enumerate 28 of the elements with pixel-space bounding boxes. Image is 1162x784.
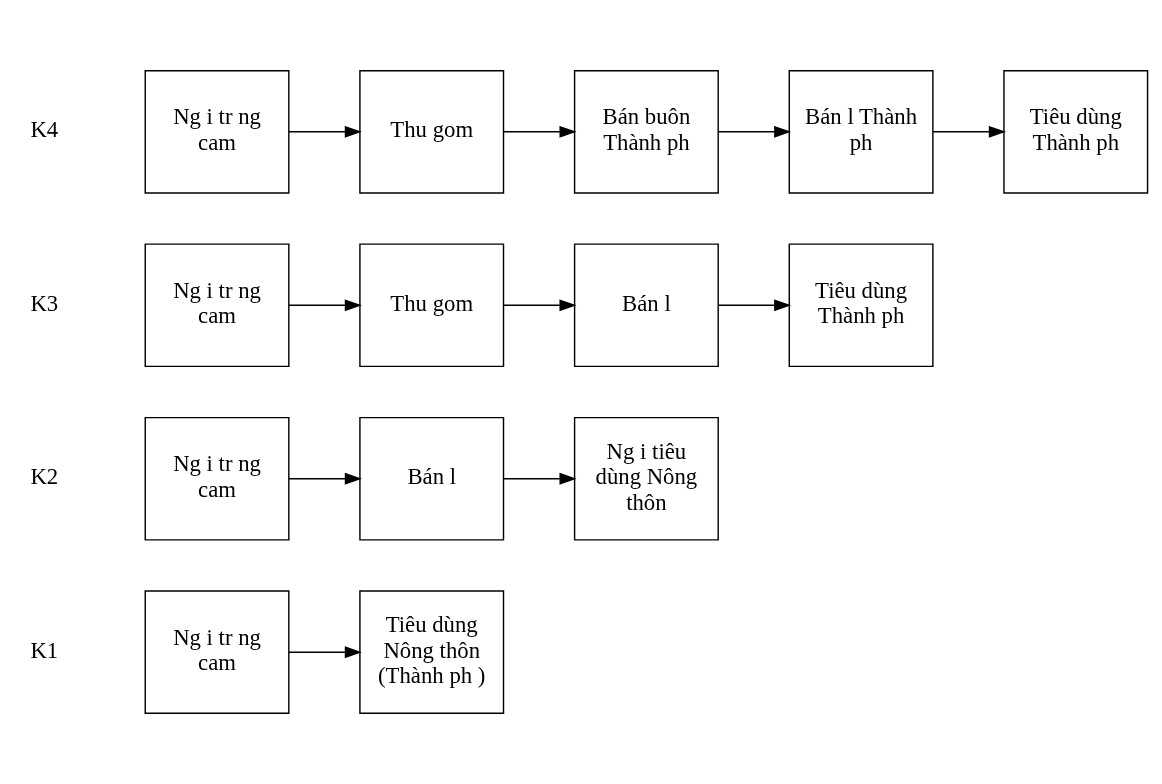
arrow xyxy=(502,472,577,485)
arrow xyxy=(717,125,792,138)
arrow xyxy=(288,125,362,138)
node-box: Tiêu dùng Thành ph xyxy=(1003,70,1149,194)
node-box: Bán l xyxy=(359,416,505,541)
arrow xyxy=(717,299,792,312)
node-box: Tiêu dùng Nông thôn (Thành ph ) xyxy=(359,590,505,714)
label: K1 xyxy=(30,637,59,663)
node-box: Bán buôn Thành ph xyxy=(573,70,719,194)
arrow xyxy=(932,125,1006,138)
label: K4 xyxy=(30,117,59,143)
arrow xyxy=(288,472,362,485)
node-box: Tiêu dùng Thành ph xyxy=(788,243,934,368)
label: K3 xyxy=(30,290,59,316)
node-box: Bán l xyxy=(573,243,719,368)
arrow xyxy=(288,646,362,659)
label: K2 xyxy=(30,464,59,490)
node-box: Ng i tiêu dùng Nông thôn xyxy=(573,416,719,541)
arrow xyxy=(502,299,577,312)
node-box: Bán l Thành ph xyxy=(788,70,934,194)
arrow xyxy=(288,299,362,312)
node-box: Thu gom xyxy=(359,243,505,368)
node-box: Ng i tr ng cam xyxy=(144,590,290,714)
node-box: Ng i tr ng cam xyxy=(144,416,290,541)
arrow xyxy=(502,125,577,138)
node-box: Ng i tr ng cam xyxy=(144,243,290,368)
node-box: Thu gom xyxy=(359,70,505,194)
node-box: Ng i tr ng cam xyxy=(144,70,290,194)
